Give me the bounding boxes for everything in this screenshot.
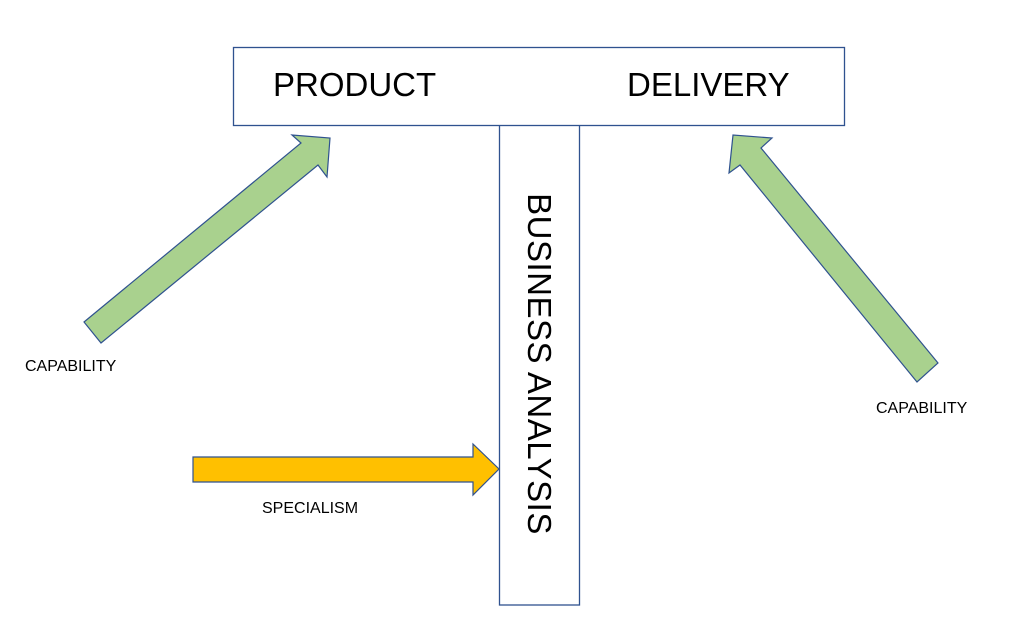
product-delivery-box[interactable] bbox=[232, 46, 846, 127]
capability-arrow-left[interactable] bbox=[83, 134, 331, 344]
capability-label-right: CAPABILITY bbox=[876, 400, 968, 417]
business-analysis-box[interactable] bbox=[498, 124, 581, 606]
business-analysis-label: BUSINESS ANALYSIS bbox=[521, 193, 558, 535]
capability-arrow-right[interactable] bbox=[728, 134, 939, 383]
product-label: PRODUCT bbox=[273, 66, 437, 103]
specialism-arrow[interactable] bbox=[192, 442, 500, 497]
capability-label-left: CAPABILITY bbox=[25, 358, 117, 375]
delivery-label: DELIVERY bbox=[627, 66, 790, 103]
specialism-label: SPECIALISM bbox=[262, 500, 359, 517]
